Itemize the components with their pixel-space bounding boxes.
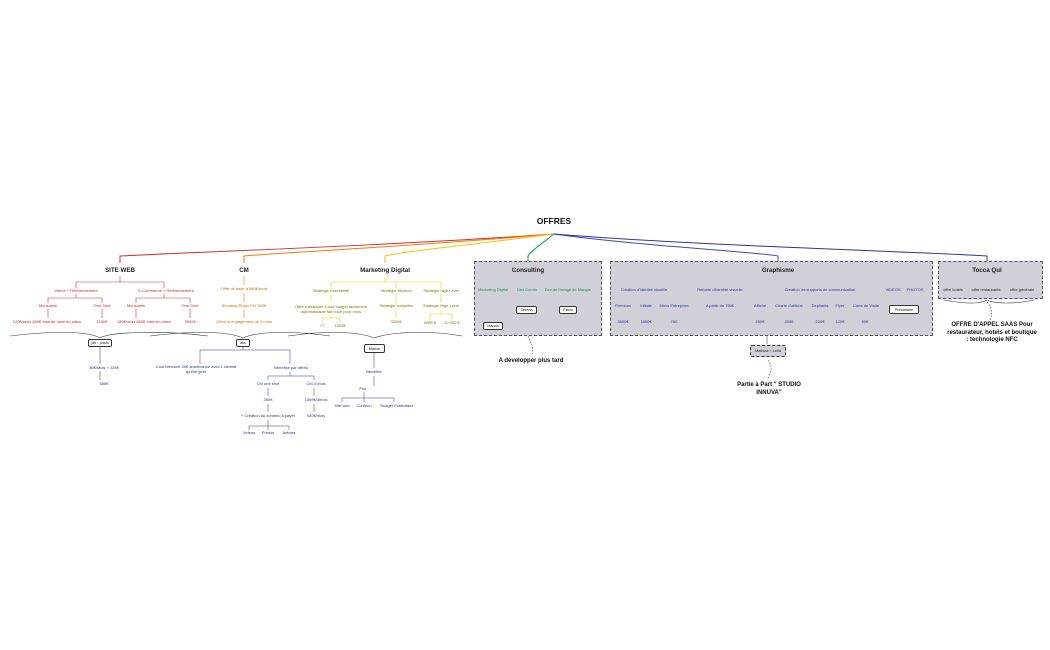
graph-prestataire-box: Prestataire xyxy=(889,305,919,314)
graphisme-note: Partie à Part " STUDIO INNUVA" xyxy=(737,382,801,396)
cm-offer-3: Offert si engagement de 3 mois xyxy=(216,319,272,324)
connector-cm xyxy=(243,233,555,263)
cm-offer-2: Shooting Photo Pro 350€ xyxy=(221,303,267,308)
desc-essentielle: Offre s'adaptant à tout budget facilemen… xyxy=(294,304,368,314)
tocca-hotels: offre hotels xyxy=(943,287,963,292)
graph-value-initiale: 1800€ xyxy=(640,319,652,324)
cm-creation: + Création du contenu à payer xyxy=(241,413,295,418)
price-3-node: 180€/mois 650€ mise en place xyxy=(116,319,172,324)
graph-value-flyer: 120€ xyxy=(835,319,845,324)
graph-carte: Carte de Visite xyxy=(852,303,880,308)
graph-refonte-identite: Refonte d'identité visuelle xyxy=(697,287,743,292)
marketing-contenu: Contenu xyxy=(356,403,372,408)
graph-value-carte: 80€ xyxy=(861,319,869,324)
graph-depliants: Dépliants xyxy=(811,303,829,308)
cm-videos: Videos xyxy=(242,430,256,435)
cm-benefice: Bénéfice par offres xyxy=(274,365,308,370)
desc-medium: Stratégie complète xyxy=(379,303,413,308)
connector-consulting xyxy=(527,233,555,263)
price-2-node: 1190€ xyxy=(96,319,108,324)
tocca-panel xyxy=(938,261,1043,299)
oneshot-1-node: One Shot xyxy=(93,303,111,308)
mensuelle-2-node: Mensuelle xyxy=(126,303,146,308)
tocca-note: OFFRE D'APPEL SAAS Pour restaurateur, ho… xyxy=(947,322,1037,343)
price-4-node: 2800€ xyxy=(184,319,196,324)
graphisme-panel xyxy=(610,261,933,336)
graph-videos: VIDEOS xyxy=(885,287,901,292)
vitrine-node: Vitrine + Référencement xyxy=(54,288,98,293)
marketing-prix: Prix - xyxy=(359,386,369,391)
cm-offer-1: Offre de base à 580€/mois xyxy=(220,286,268,291)
strat-medium: Stratégie Medium xyxy=(380,288,412,293)
connector-graphisme xyxy=(553,233,779,263)
price-essentielle-2: 1500€ xyxy=(334,323,346,328)
connector-site-web xyxy=(119,233,555,263)
graph-affiche: Affiche xyxy=(753,303,767,308)
graph-creation-identite: Création d'identité visuelle xyxy=(620,287,668,292)
cm-value-1309: 1309€/3mois xyxy=(304,397,328,402)
strat-essentielle: Stratégie Essentielle xyxy=(312,288,350,293)
graph-premium: Premium xyxy=(614,303,632,308)
consulting-note: A developper plus tard xyxy=(498,358,564,364)
tocca-generale: offre générale xyxy=(1009,287,1035,292)
mensuelle-1-node: Mensuelle xyxy=(38,303,58,308)
graph-charte: Charte d'affiche xyxy=(775,303,803,308)
marketing-owner-box: Manon xyxy=(364,344,385,353)
consulting-title: Consulting xyxy=(511,267,545,274)
price-essentielle-1: ?? xyxy=(319,323,325,328)
consulting-serena-box: Serena xyxy=(516,306,537,314)
cm-cout: Cout Mensuel 30€ autofinancé avec 1 cont… xyxy=(155,364,237,374)
graph-initiale: Initiale xyxy=(640,303,652,308)
price-high-2: 10 000 € xyxy=(444,320,460,325)
marketing-title: Marketing Digital xyxy=(360,267,410,274)
tocca-restaurants: offre restaurants xyxy=(971,287,1001,292)
price-1-node: 120€/mois 450€ frais de mise en place xyxy=(12,319,82,324)
ecommerce-node: E-Commerce + Référencement xyxy=(138,288,194,293)
graphisme-title: Graphisme xyxy=(761,267,795,274)
graph-value-affiche: 250€ xyxy=(755,319,765,324)
site-web-after-1: 36€/Mois + 225€ xyxy=(89,365,119,370)
consulting-fabio-box: Fabio xyxy=(559,306,577,314)
connector-marketing xyxy=(384,233,555,263)
root-title: OFFRES xyxy=(536,216,572,226)
graph-mathias-leila-box: Mathias + Leila xyxy=(750,345,786,357)
desc-high: Stratégie High Level xyxy=(422,303,460,308)
graph-value-premium: 3500€ xyxy=(617,319,629,324)
cm-title: CM xyxy=(239,267,249,274)
cm-value-430: 430€/mois xyxy=(306,413,326,418)
price-high-1: 6000 € xyxy=(423,320,437,325)
oneshot-2-node: One Shot xyxy=(181,303,199,308)
site-web-title: SITE WEB xyxy=(105,267,135,274)
consulting-marketing: Marketing Digital xyxy=(478,287,508,292)
cm-value-350: 350€ xyxy=(263,397,273,402)
cm-oneshot: CM one shot xyxy=(256,381,280,386)
site-web-after-2: 585€ xyxy=(99,381,109,386)
cm-photos: Photos xyxy=(261,430,275,435)
cm-3mois: CM 3 mois xyxy=(306,381,326,386)
graph-value-depliants: 200€ xyxy=(815,319,825,324)
strat-high: Stratégie high Level xyxy=(423,288,459,293)
graph-flyer: Flyer xyxy=(835,303,845,308)
graph-micro: Micro Entreprise xyxy=(659,303,689,308)
marketing-benefice: Bénéfice xyxy=(366,369,382,374)
cm-owner-box: aks xyxy=(236,339,250,347)
marketing-budget: Budget Publicitaire xyxy=(380,403,414,408)
consulting-manon-box: Manon xyxy=(483,322,503,330)
cm-articles: Articles xyxy=(282,430,296,435)
graph-photos: PHOTOS xyxy=(906,287,924,292)
consulting-devcomm: Dev Comm xyxy=(516,287,538,292)
graph-value-micro: 750 xyxy=(670,319,678,324)
graph-value-charte: 400€ xyxy=(784,319,794,324)
marketing-site: Site web xyxy=(334,403,350,408)
graph-creation-supports: Création de supports de communication xyxy=(784,287,856,292)
consulting-image: Dev de l'image de Marque xyxy=(544,287,592,292)
price-medium: 3500€ xyxy=(390,319,402,324)
connector-tocca xyxy=(553,233,988,263)
graph-a-partir: A partir de 750€ xyxy=(705,303,735,308)
tocca-title: Tocca Qui xyxy=(972,267,1002,274)
site-web-owner-box: ytb - pasfo xyxy=(88,339,112,347)
